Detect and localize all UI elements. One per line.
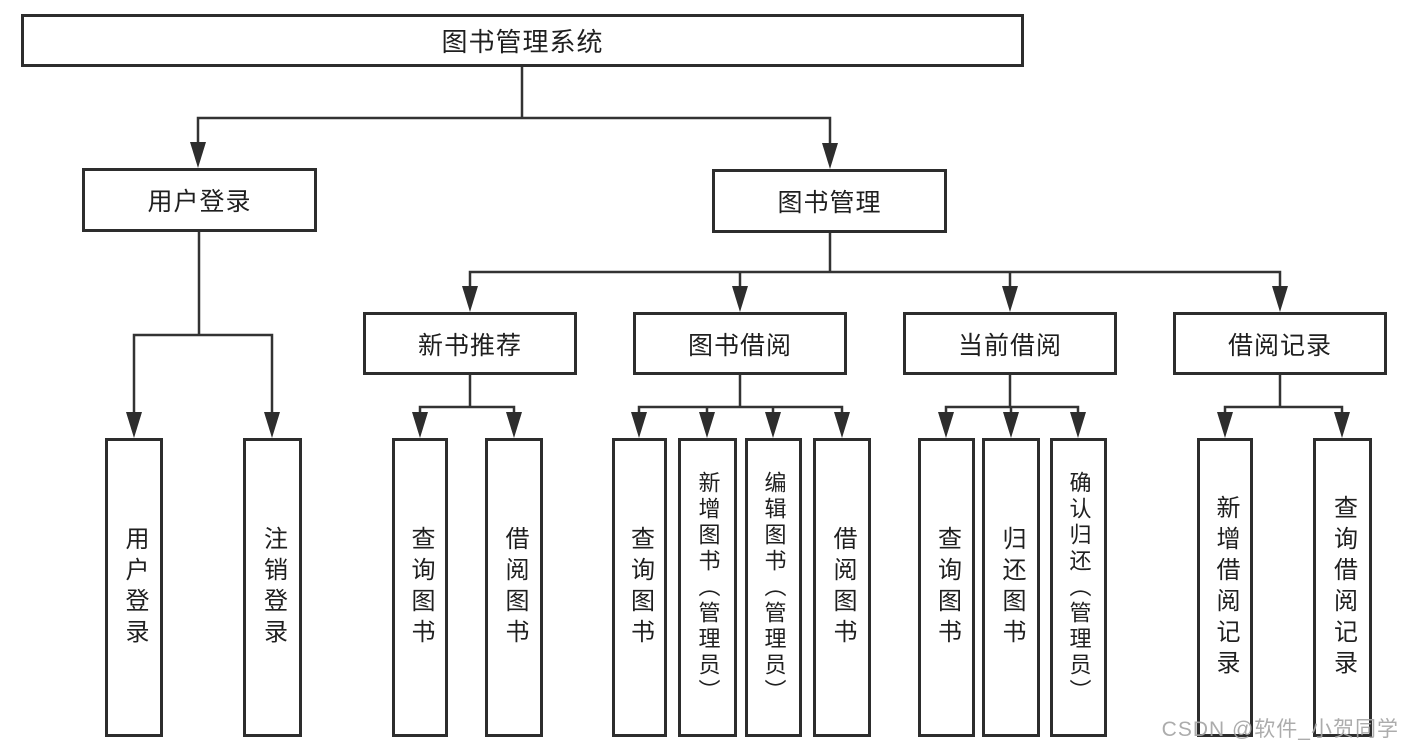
leaf-label: 注销登录 [259, 525, 287, 650]
leaf-label: 新增图书（管理员） [695, 470, 721, 705]
leaf-label: 查询图书 [626, 525, 654, 650]
leaf-label: 查询图书 [933, 525, 961, 650]
leaf-borrow-books-recommend: 借阅图书 [485, 438, 543, 737]
node-new-book-recommendation: 新书推荐 [363, 312, 577, 375]
leaf-query-books-current: 查询图书 [918, 438, 975, 737]
node-label: 用户登录 [147, 188, 252, 216]
node-user-login: 用户登录 [82, 168, 317, 232]
node-label: 当前借阅 [957, 331, 1062, 360]
node-borrowing-records: 借阅记录 [1173, 312, 1387, 375]
leaf-edit-book-admin: 编辑图书（管理员） [745, 438, 802, 737]
leaf-label: 归还图书 [998, 525, 1025, 650]
leaf-query-books-borrow: 查询图书 [612, 438, 667, 737]
leaf-query-books-recommend: 查询图书 [392, 438, 448, 737]
leaf-label: 用户登录 [121, 525, 148, 650]
node-label: 借阅记录 [1227, 331, 1332, 360]
node-book-borrowing: 图书借阅 [633, 312, 847, 375]
node-label: 图书借阅 [687, 331, 792, 360]
leaf-label: 新增借阅记录 [1212, 494, 1239, 681]
node-library-management-system: 图书管理系统 [21, 14, 1024, 67]
leaf-label: 确认归还（管理员） [1066, 470, 1092, 705]
leaf-query-borrow-record: 查询借阅记录 [1313, 438, 1372, 737]
leaf-label: 借阅图书 [829, 525, 856, 650]
leaf-label: 借阅图书 [501, 525, 528, 650]
node-label: 图书管理系统 [441, 27, 604, 57]
leaf-borrow-books: 借阅图书 [813, 438, 871, 737]
node-book-management: 图书管理 [712, 169, 947, 233]
leaf-confirm-return-admin: 确认归还（管理员） [1050, 438, 1107, 737]
leaf-return-books: 归还图书 [982, 438, 1040, 737]
leaf-user-login: 用户登录 [105, 438, 163, 737]
leaf-logout: 注销登录 [243, 438, 302, 737]
leaf-add-borrow-record: 新增借阅记录 [1197, 438, 1253, 737]
leaf-label: 查询图书 [407, 525, 434, 650]
node-current-borrowing: 当前借阅 [903, 312, 1117, 375]
leaf-add-book-admin: 新增图书（管理员） [678, 438, 737, 737]
node-label: 新书推荐 [417, 331, 522, 360]
node-label: 图书管理 [777, 189, 882, 217]
leaf-label: 编辑图书（管理员） [761, 470, 787, 705]
csdn-watermark: CSDN @软件_小贺同学 [1161, 718, 1399, 741]
leaf-label: 查询借阅记录 [1329, 494, 1357, 681]
